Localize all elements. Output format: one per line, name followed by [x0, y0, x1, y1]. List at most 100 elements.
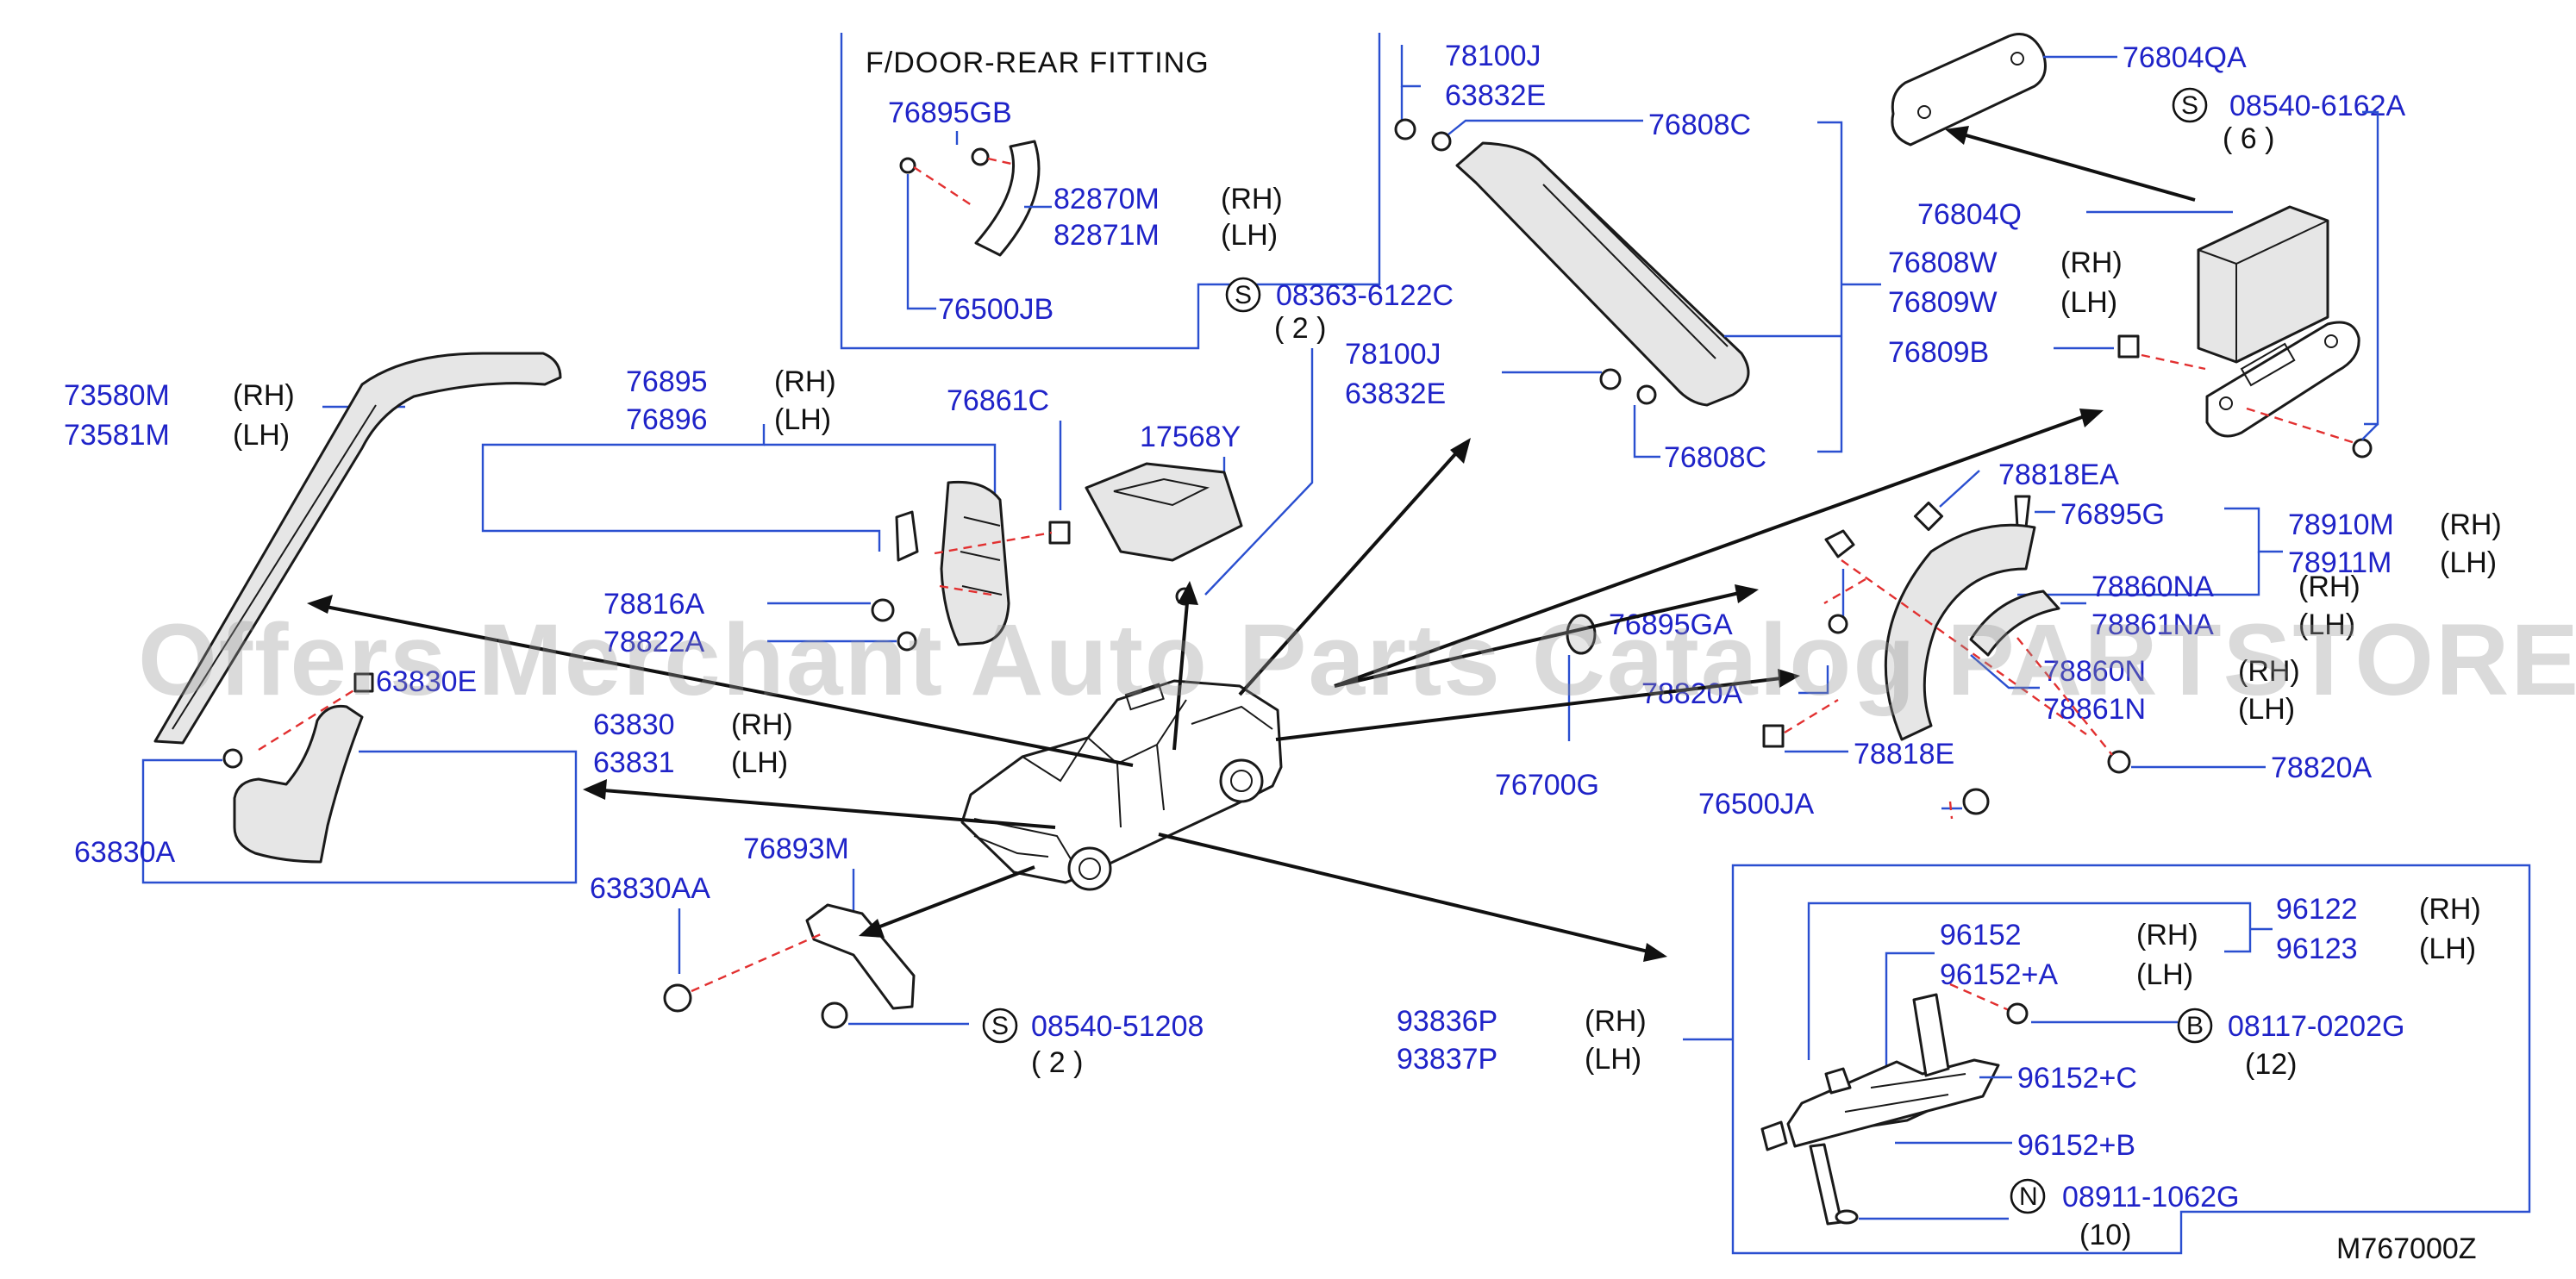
part-78100J-mid[interactable]: 78100J	[1345, 338, 1441, 371]
group-mud-guard-rear: 76895 (RH) 76896 (LH) 76861C 17568Y 7881…	[481, 365, 1243, 658]
group-center-bolt: S 08363-6122C ( 2 )	[1204, 277, 1454, 596]
wheel-arch-part	[1884, 523, 2036, 741]
part-63832E-mid[interactable]: 63832E	[1345, 377, 1446, 410]
part-82870M[interactable]: 82870M	[1054, 183, 1160, 215]
part-93836P[interactable]: 93836P	[1397, 1005, 1497, 1038]
label-lh: (LH)	[731, 746, 788, 779]
b-symbol-icon	[2177, 1008, 2213, 1044]
part-73580M[interactable]: 73580M	[64, 379, 170, 412]
part-78816A[interactable]: 78816A	[603, 588, 705, 621]
part-78861NA[interactable]: 78861NA	[2091, 608, 2214, 641]
part-76896[interactable]: 76896	[626, 403, 708, 436]
part-76895G[interactable]: 76895G	[2060, 498, 2165, 531]
screw-part	[2352, 438, 2373, 459]
bracket-part	[895, 510, 919, 562]
part-93837P[interactable]: 93837P	[1397, 1043, 1497, 1076]
part-63830AA[interactable]: 63830AA	[590, 872, 710, 905]
part-76500JA[interactable]: 76500JA	[1698, 788, 1815, 820]
part-78860NA[interactable]: 78860NA	[2091, 571, 2214, 603]
label-rh: (RH)	[2238, 655, 2300, 688]
part-78818E[interactable]: 78818E	[1854, 738, 1954, 771]
nut-part	[897, 631, 917, 652]
group-side-step-top: 78100J 63832E 76808C 76808W (RH) 76809W …	[1345, 40, 2123, 474]
clip-part	[1913, 501, 1944, 532]
qty-2a: ( 2 )	[1274, 312, 1326, 345]
part-96152B[interactable]: 96152+B	[2017, 1129, 2135, 1162]
mud-flap-front-part	[233, 704, 364, 864]
part-76861C[interactable]: 76861C	[947, 384, 1049, 417]
part-82871M[interactable]: 82871M	[1054, 219, 1160, 252]
part-96152C[interactable]: 96152+C	[2017, 1062, 2137, 1095]
part-78822A[interactable]: 78822A	[603, 626, 705, 658]
part-17568Y[interactable]: 17568Y	[1140, 421, 1241, 453]
part-96123[interactable]: 96123	[2276, 933, 2358, 965]
pin-part	[2014, 495, 2031, 529]
part-76804QA[interactable]: 76804QA	[2123, 41, 2247, 74]
part-63830E[interactable]: 63830E	[376, 665, 477, 698]
door-fitting-part	[974, 140, 1041, 257]
bolt-part	[2107, 750, 2131, 774]
part-76809W[interactable]: 76809W	[1888, 286, 1998, 319]
part-76895GA[interactable]: 76895GA	[1609, 608, 1733, 641]
rear-wheel	[1219, 758, 1264, 803]
mud-flap-part	[940, 480, 1010, 646]
part-76895GB[interactable]: 76895GB	[888, 97, 1012, 129]
part-08911-1062G[interactable]: 08911-1062G	[2062, 1181, 2239, 1213]
part-73581M[interactable]: 73581M	[64, 419, 170, 452]
label-rh: (RH)	[731, 708, 793, 741]
screw-part	[1828, 614, 1848, 634]
group-bracket-76893M: 76893M 63830AA S 08540-51208 ( 2 )	[590, 833, 1204, 1079]
part-96152A[interactable]: 96152+A	[1940, 958, 2058, 991]
part-08540-51208[interactable]: 08540-51208	[1031, 1010, 1204, 1043]
bolt-part	[821, 1001, 848, 1029]
part-76893M[interactable]: 76893M	[743, 833, 849, 865]
clip-part	[1048, 521, 1071, 545]
part-76500JB[interactable]: 76500JB	[938, 293, 1054, 326]
label-rh: (RH)	[1585, 1005, 1647, 1038]
bolt-part	[663, 983, 692, 1013]
part-76804Q[interactable]: 76804Q	[1917, 198, 2022, 231]
label-lh: (LH)	[1585, 1043, 1641, 1076]
part-78818EA[interactable]: 78818EA	[1998, 459, 2119, 491]
part-78820A-right[interactable]: 78820A	[2271, 752, 2373, 784]
label-lh: (LH)	[2419, 933, 2476, 965]
part-76808C-top[interactable]: 76808C	[1648, 109, 1751, 141]
support-leg-part	[1912, 993, 1950, 1077]
part-63831[interactable]: 63831	[593, 746, 675, 779]
part-08363-6122C[interactable]: 08363-6122C	[1276, 279, 1454, 312]
screw-part	[222, 748, 243, 769]
symbol-s: S	[2181, 91, 2198, 120]
part-96122[interactable]: 96122	[2276, 893, 2358, 926]
mount-part	[1760, 1120, 1788, 1151]
support-leg-part	[1809, 1143, 1843, 1226]
part-76700G[interactable]: 76700G	[1495, 769, 1599, 802]
part-63832E-top[interactable]: 63832E	[1445, 79, 1546, 112]
label-rh: (RH)	[2136, 919, 2198, 951]
label-rh: (RH)	[2419, 893, 2481, 926]
protector-block-part	[2197, 205, 2329, 364]
part-78910M[interactable]: 78910M	[2288, 508, 2394, 541]
part-08540-6162A[interactable]: 08540-6162A	[2229, 90, 2406, 122]
part-78860N[interactable]: 78860N	[2043, 655, 2146, 688]
part-78911M[interactable]: 78911M	[2288, 546, 2392, 579]
part-76809B[interactable]: 76809B	[1888, 336, 1989, 369]
part-96152[interactable]: 96152	[1940, 919, 2022, 951]
part-78100J-top[interactable]: 78100J	[1445, 40, 1541, 72]
part-78861N[interactable]: 78861N	[2043, 693, 2146, 726]
pointer-arrows	[307, 126, 2196, 962]
arch-extension-part	[1969, 590, 2060, 657]
part-08117-0202G[interactable]: 08117-0202G	[2228, 1010, 2404, 1043]
part-63830A[interactable]: 63830A	[74, 836, 176, 869]
part-63830[interactable]: 63830	[593, 708, 675, 741]
label-rh: (RH)	[1221, 183, 1283, 215]
stay-bracket-part	[805, 903, 916, 1010]
part-76808W[interactable]: 76808W	[1888, 246, 1998, 279]
part-76895[interactable]: 76895	[626, 365, 708, 398]
part-76808C-mid[interactable]: 76808C	[1664, 441, 1766, 474]
group-wheel-arch: 78818EA 76895G 78910M (RH) 78911M (LH) 7…	[1495, 459, 2502, 820]
plug-part	[1962, 788, 1990, 815]
bracket-box-part	[1085, 462, 1243, 562]
diagram-id: M767000Z	[2336, 1232, 2477, 1265]
symbol-s: S	[991, 1012, 1009, 1040]
